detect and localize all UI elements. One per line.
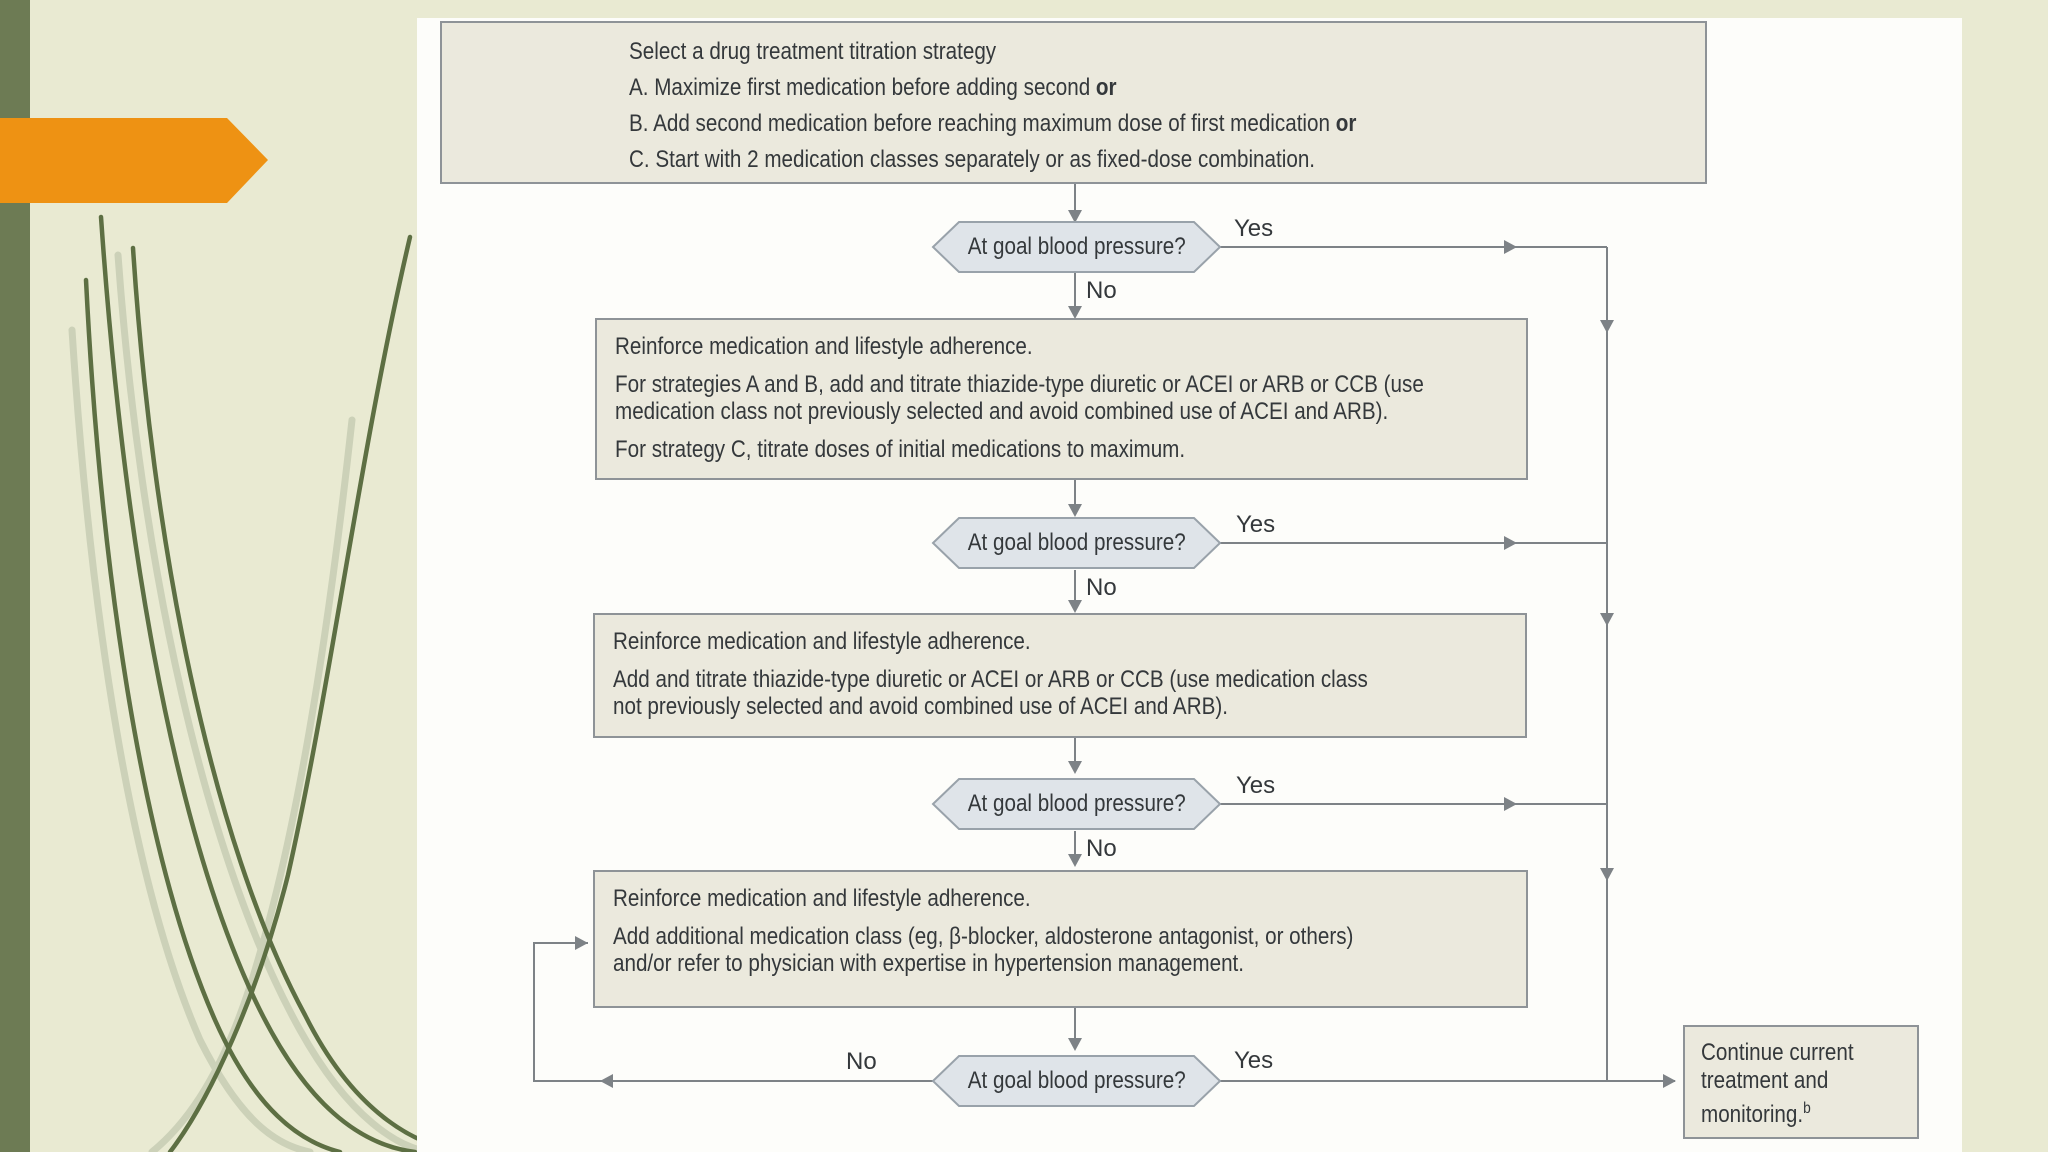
- arrowhead-right: [1663, 1074, 1676, 1088]
- action-paragraph: Reinforce medication and lifestyle adher…: [613, 628, 1031, 655]
- arrowhead-down: [1068, 210, 1082, 223]
- orange-arrow-shape: [0, 118, 268, 203]
- arrowhead-right: [1504, 797, 1517, 811]
- arrowhead-down: [1068, 854, 1082, 867]
- arrowhead-right: [575, 936, 588, 950]
- action-box-2: Reinforce medication and lifestyle adher…: [593, 613, 1527, 738]
- yes-label: Yes: [1234, 1047, 1274, 1074]
- arrowhead-down: [1600, 320, 1614, 333]
- action-paragraph: For strategies A and B, add and titrate …: [615, 371, 1424, 425]
- yes-label: Yes: [1236, 511, 1276, 538]
- connector-loop-back: [533, 942, 933, 1082]
- decision-label: At goal blood pressure?: [967, 790, 1186, 817]
- grass-blade-dark: [130, 245, 473, 1152]
- decision-label: At goal blood pressure?: [967, 1067, 1186, 1094]
- grass-blade-pale: [114, 251, 434, 1152]
- grass-blade-dark: [98, 214, 418, 1152]
- action-box-3: Reinforce medication and lifestyle adher…: [593, 870, 1528, 1008]
- no-label: No: [1086, 835, 1117, 862]
- arrowhead-down: [1068, 504, 1082, 517]
- decision-hexagon: [931, 778, 1222, 830]
- strategy-box-text: Select a drug treatment titration strate…: [629, 38, 1537, 173]
- strategy-line: A. Maximize first medication before addi…: [629, 74, 1117, 101]
- action-box-1: Reinforce medication and lifestyle adher…: [595, 318, 1528, 480]
- arrowhead-down: [1068, 761, 1082, 774]
- arrowhead-down: [1600, 868, 1614, 881]
- arrowhead-down: [1068, 306, 1082, 319]
- strategy-box: Select a drug treatment titration strate…: [440, 21, 1707, 184]
- arrowhead-left: [600, 1074, 613, 1088]
- yes-label: Yes: [1234, 215, 1274, 242]
- decision-hexagon: [931, 1055, 1222, 1107]
- grass-blade-dark: [167, 234, 413, 1152]
- no-label: No: [1086, 574, 1117, 601]
- decision-label: At goal blood pressure?: [967, 529, 1186, 556]
- action-paragraph: Add and titrate thiazide-type diuretic o…: [613, 666, 1368, 720]
- no-label: No: [846, 1048, 877, 1075]
- grass-blade-dark: [83, 277, 343, 1152]
- strategy-line: C. Start with 2 medication classes separ…: [629, 146, 1316, 173]
- grass-blade-pale: [68, 326, 314, 1152]
- strategy-line: B. Add second medication before reaching…: [629, 110, 1357, 137]
- decision-label: At goal blood pressure?: [967, 233, 1186, 260]
- decision-hexagon: [931, 221, 1222, 273]
- action-paragraph: Add additional medication class (eg, β-b…: [613, 923, 1354, 977]
- yes-label: Yes: [1236, 772, 1276, 799]
- no-label: No: [1086, 277, 1117, 304]
- arrowhead-right: [1504, 536, 1517, 550]
- action-paragraph: Reinforce medication and lifestyle adher…: [613, 885, 1031, 912]
- arrowhead-down: [1068, 600, 1082, 613]
- action-paragraph: Reinforce medication and lifestyle adher…: [615, 333, 1033, 360]
- strategy-line: Select a drug treatment titration strate…: [629, 38, 997, 65]
- grass-blade-pale: [148, 416, 356, 1152]
- arrowhead-down: [1068, 1038, 1082, 1051]
- footnote-marker: b: [1803, 1100, 1811, 1117]
- arrowhead-right: [1504, 240, 1517, 254]
- decision-hexagon: [931, 517, 1222, 569]
- arrowhead-down: [1600, 613, 1614, 626]
- action-paragraph: For strategy C, titrate doses of initial…: [615, 436, 1186, 463]
